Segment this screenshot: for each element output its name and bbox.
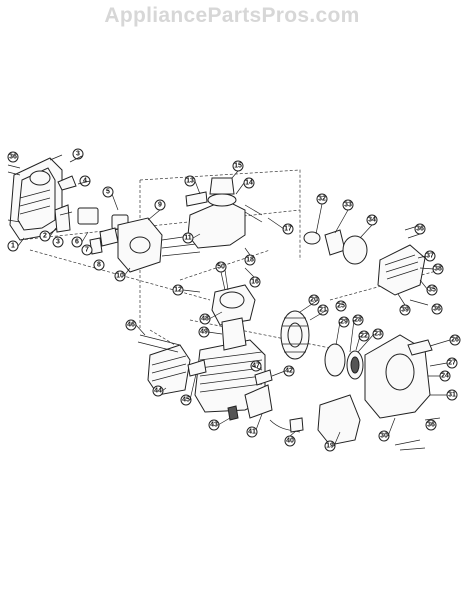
callout-50: 50	[217, 264, 225, 271]
callout-1: 1	[11, 243, 15, 250]
callout-36b: 36	[416, 226, 424, 233]
callout-2: 2	[43, 233, 47, 240]
left-housing	[9, 157, 63, 241]
watermark-text: AppliancePartsPros.com	[104, 4, 360, 27]
top-right-parts	[303, 229, 426, 296]
callout-22: 22	[360, 333, 368, 340]
callout-31: 31	[448, 392, 456, 399]
flywheel-assembly	[280, 310, 364, 380]
callout-38: 38	[434, 266, 442, 273]
callout-17: 17	[284, 226, 292, 233]
callout-leaders	[17, 155, 451, 447]
callout-3: 3	[76, 151, 80, 158]
callout-36d: 36	[427, 422, 435, 429]
callout-20: 20	[310, 297, 318, 304]
callout-25: 25	[337, 303, 345, 310]
callout-30: 30	[380, 433, 388, 440]
callout-19: 19	[326, 443, 334, 450]
small-parts-left	[54, 175, 129, 255]
callout-8: 8	[97, 262, 101, 269]
callout-42: 42	[285, 368, 293, 375]
callout-32: 32	[318, 196, 326, 203]
callout-11: 11	[184, 235, 192, 242]
callout-34: 34	[368, 217, 376, 224]
callout-49: 49	[200, 329, 208, 336]
callout-35: 35	[428, 287, 436, 294]
callout-36c: 36	[433, 306, 441, 313]
callout-4: 4	[83, 178, 87, 185]
callout-21: 21	[319, 307, 327, 314]
fuel-tank	[185, 177, 246, 249]
callout-14: 14	[245, 180, 253, 187]
callout-39: 39	[401, 307, 409, 314]
callout-26: 26	[451, 337, 459, 344]
callout-5: 5	[106, 189, 110, 196]
shield	[317, 394, 361, 446]
callout-7: 7	[85, 247, 89, 254]
callout-43: 43	[210, 422, 218, 429]
callout-16: 16	[251, 279, 259, 286]
callout-44: 44	[154, 388, 162, 395]
callout-45: 45	[182, 397, 190, 404]
callout-46: 46	[127, 322, 135, 329]
callout-28: 28	[354, 317, 362, 324]
callout-40: 40	[286, 438, 294, 445]
callout-18: 18	[246, 257, 254, 264]
ignition-parts	[244, 369, 304, 433]
callout-24: 24	[441, 373, 449, 380]
callout-23: 23	[374, 331, 382, 338]
carburetor	[117, 217, 201, 273]
callout-27: 27	[448, 360, 456, 367]
callout-37: 37	[426, 253, 434, 260]
callout-13: 13	[186, 178, 194, 185]
callout-10: 10	[116, 273, 124, 280]
callout-33: 33	[344, 202, 352, 209]
callout-9: 9	[158, 202, 162, 209]
callout-36a: 36	[9, 154, 17, 161]
callout-29: 29	[340, 319, 348, 326]
callout-15: 15	[234, 163, 242, 170]
callout-12: 12	[174, 287, 182, 294]
clutch-housing	[364, 334, 433, 419]
callouts: 1 2 3 3 4 5 6 7 8 9 10 11 12 13 14 15 16…	[7, 148, 461, 452]
callout-47: 47	[252, 363, 260, 370]
callout-41: 41	[248, 429, 256, 436]
callout-48: 48	[201, 316, 209, 323]
callout-6: 6	[75, 239, 79, 246]
muffler	[137, 334, 207, 396]
callout-3b: 3	[56, 239, 60, 246]
